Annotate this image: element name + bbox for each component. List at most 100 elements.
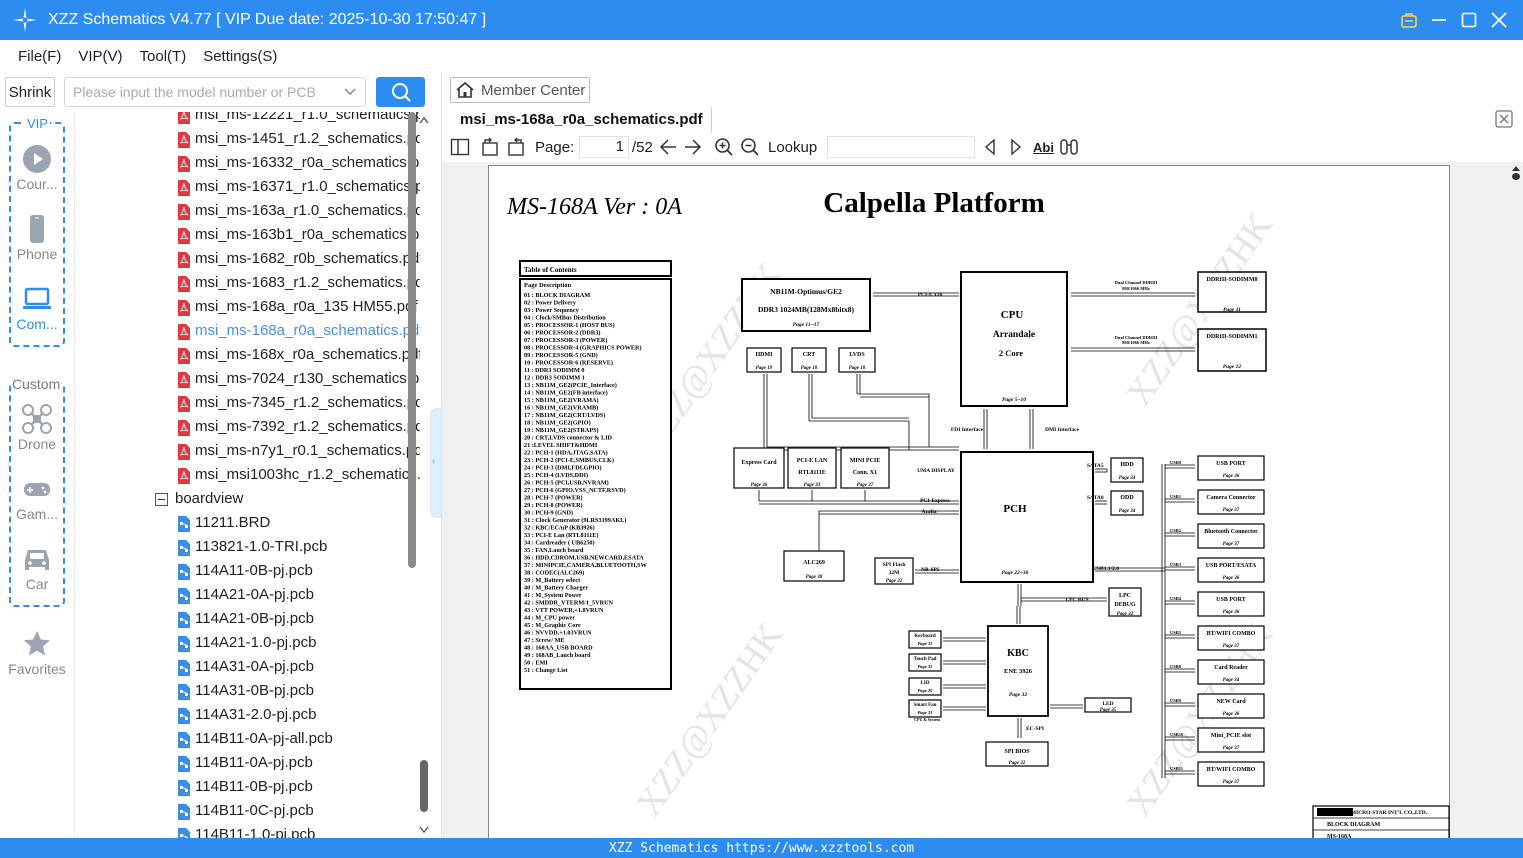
sidebar-toggle-icon[interactable] bbox=[450, 137, 470, 157]
next-page-icon[interactable] bbox=[683, 137, 703, 157]
minimize-icon[interactable] bbox=[1429, 10, 1449, 30]
category-favorites[interactable]: Favorites bbox=[2, 629, 72, 677]
toc-entry: 34 : Cardreader ( UB6250) bbox=[524, 540, 595, 547]
scroll-up-icon[interactable] bbox=[419, 116, 429, 124]
vip-bag-icon[interactable] bbox=[1399, 10, 1419, 30]
board-row[interactable]: 114B11-1.0-pj.pcb bbox=[75, 824, 420, 838]
block-label: Page 37 bbox=[1223, 542, 1240, 547]
file-row[interactable]: msi_msi1003hc_r1.2_schematics.pdf bbox=[75, 464, 420, 488]
lookup-input[interactable] bbox=[827, 136, 975, 158]
close-tab-icon[interactable] bbox=[1495, 110, 1513, 128]
block-label: Page 36 bbox=[1223, 712, 1240, 717]
board-row[interactable]: 114A21-1.0-pj.pcb bbox=[75, 632, 420, 656]
category-phone[interactable]: Phone bbox=[2, 214, 72, 262]
pdf-file-icon bbox=[178, 252, 190, 268]
file-row[interactable]: msi_ms-7024_r130_schematics.pdf bbox=[75, 368, 420, 392]
find-next-icon[interactable] bbox=[1008, 137, 1024, 157]
board-row[interactable]: 114A21-0B-pj.pcb bbox=[75, 608, 420, 632]
shrink-button[interactable]: Shrink bbox=[5, 77, 55, 107]
toc-entry: 24 : PCH-3 (DMI,FDI,GPIO) bbox=[524, 465, 602, 472]
block-label: USB PORT bbox=[1216, 461, 1246, 467]
block-label: EC-SPI bbox=[1026, 726, 1044, 732]
board-row[interactable]: 114A31-0A-pj.pcb bbox=[75, 656, 420, 680]
folder-row-boardview[interactable]: boardview bbox=[75, 488, 420, 512]
pdf-view-area[interactable]: XZZ@XZZHKXZZ@XZZHKXZZ@XZZHKXZZ@XZZHKMS-1… bbox=[442, 162, 1523, 838]
previous-page-icon[interactable] bbox=[658, 137, 678, 157]
file-row[interactable]: msi_ms-163b1_r0a_schematics.pdf bbox=[75, 224, 420, 248]
lookup-label: Lookup bbox=[768, 138, 818, 156]
close-icon[interactable] bbox=[1489, 10, 1509, 30]
category-course[interactable]: Cour... bbox=[2, 144, 72, 192]
file-row[interactable]: msi_ms-163a_r1.0_schematics.pdf bbox=[75, 200, 420, 224]
rotate-right-icon[interactable] bbox=[506, 137, 526, 157]
block-label: DDR3 1024MB(128Mx8bitx8) bbox=[758, 305, 855, 314]
block-box bbox=[908, 699, 942, 718]
toc-entry: 04 : Clock/SMBus Distribution bbox=[524, 315, 606, 322]
file-row[interactable]: msi_ms-n7y1_r0.1_schematics.pdf bbox=[75, 440, 420, 464]
board-row[interactable]: 114B11-0A-pj-all.pcb bbox=[75, 728, 420, 752]
file-row[interactable]: msi_ms-168a_r0a_schematics.pdf bbox=[75, 320, 420, 344]
menu-tool[interactable]: Tool(T) bbox=[139, 47, 187, 65]
board-row[interactable]: 114B11-0A-pj.pcb bbox=[75, 752, 420, 776]
toc-entry: 21 :LEVEL SHIFT&HDMI bbox=[524, 442, 598, 449]
board-row[interactable]: 113821-1.0-TRI.pcb bbox=[75, 536, 420, 560]
panel-collapse-handle[interactable]: ‹ bbox=[430, 408, 441, 518]
match-case-toggle[interactable]: Abi bbox=[1033, 139, 1054, 155]
category-computer[interactable]: Com... bbox=[2, 284, 72, 332]
board-row[interactable]: 114B11-0B-pj.pcb bbox=[75, 776, 420, 800]
pcb-file-icon bbox=[178, 828, 190, 838]
file-row[interactable]: msi_ms-12221_r1.0_schematics.pdf bbox=[75, 112, 420, 128]
find-all-icon[interactable] bbox=[1059, 137, 1079, 157]
block-label: PCI-Express bbox=[920, 498, 950, 504]
block-label: Page 37 bbox=[1223, 508, 1240, 513]
collapse-toggle-icon[interactable] bbox=[155, 493, 168, 506]
toc-entry: 09 : PROCESSOR-5 (GND) bbox=[524, 352, 598, 359]
file-row[interactable]: msi_ms-7392_r1.2_schematics.pdf bbox=[75, 416, 420, 440]
search-button[interactable] bbox=[376, 77, 425, 107]
toc-entry: 25 : PCH-4 (LVDS,DDI) bbox=[524, 472, 588, 479]
file-row[interactable]: msi_ms-1451_r1.2_schematics.pdf bbox=[75, 128, 420, 152]
maximize-icon[interactable] bbox=[1459, 10, 1479, 30]
block-box bbox=[1110, 457, 1144, 483]
outer-scrollbar-thumb[interactable] bbox=[420, 760, 428, 812]
board-row[interactable]: 114A31-2.0-pj.pcb bbox=[75, 704, 420, 728]
file-row[interactable]: msi_ms-7345_r1.2_schematics.pdf bbox=[75, 392, 420, 416]
zoom-out-icon[interactable] bbox=[740, 137, 760, 157]
file-name: msi_msi1003hc_r1.2_schematics.pdf bbox=[195, 466, 420, 483]
page-number-input[interactable]: 1 bbox=[579, 136, 629, 158]
chevron-down-icon[interactable] bbox=[343, 85, 357, 99]
file-row[interactable]: msi_ms-16371_r1.0_schematics.pdf bbox=[75, 176, 420, 200]
menu-vip[interactable]: VIP(V) bbox=[78, 47, 123, 65]
board-row[interactable]: 114B11-0C-pj.pcb bbox=[75, 800, 420, 824]
board-row[interactable]: 11211.BRD bbox=[75, 512, 420, 536]
member-center-button[interactable]: Member Center bbox=[450, 77, 590, 103]
window-title: XZZ Schematics V4.77 [ VIP Due date: 202… bbox=[48, 11, 487, 28]
block-label: DEBUG bbox=[1114, 602, 1136, 608]
category-car[interactable]: Car bbox=[2, 544, 72, 592]
rotate-left-icon[interactable] bbox=[480, 137, 500, 157]
block-label: CPU & System bbox=[914, 717, 940, 722]
search-input[interactable]: Please input the model number or PCB bbox=[64, 77, 366, 107]
file-row[interactable]: msi_ms-168x_r0a_schematics.pdf bbox=[75, 344, 420, 368]
file-row[interactable]: msi_ms-1682_r0b_schematics.pdf bbox=[75, 248, 420, 272]
find-previous-icon[interactable] bbox=[982, 137, 998, 157]
menu-settings[interactable]: Settings(S) bbox=[203, 47, 278, 65]
board-row[interactable]: 114A21-0A-pj.pcb bbox=[75, 584, 420, 608]
file-name: msi_ms-7024_r130_schematics.pdf bbox=[195, 370, 420, 387]
file-row[interactable]: msi_ms-168a_r0a_135 HM55.pdf bbox=[75, 296, 420, 320]
scroll-down-icon[interactable] bbox=[419, 826, 429, 834]
board-row[interactable]: 114A31-0B-pj.pcb bbox=[75, 680, 420, 704]
category-game[interactable]: Gam... bbox=[2, 474, 72, 522]
zoom-in-icon[interactable] bbox=[714, 137, 734, 157]
viewer-scrollbar-thumb[interactable] bbox=[1512, 166, 1520, 180]
file-row[interactable]: msi_ms-16332_r0a_schematics.pdf bbox=[75, 152, 420, 176]
category-drone[interactable]: Drone bbox=[2, 404, 72, 452]
document-tab[interactable]: msi_ms-168a_r0a_schematics.pdf bbox=[452, 107, 712, 133]
file-row[interactable]: msi_ms-1683_r1.2_schematics.pdf bbox=[75, 272, 420, 296]
board-row[interactable]: 114A11-0B-pj.pcb bbox=[75, 560, 420, 584]
file-tree-scrollbar[interactable] bbox=[408, 112, 416, 568]
board-file-name: 114B11-0B-pj.pcb bbox=[195, 778, 313, 795]
menu-file[interactable]: File(F) bbox=[18, 47, 62, 65]
pdf-file-icon bbox=[178, 156, 190, 172]
block-label: Page 32 bbox=[1117, 612, 1134, 617]
